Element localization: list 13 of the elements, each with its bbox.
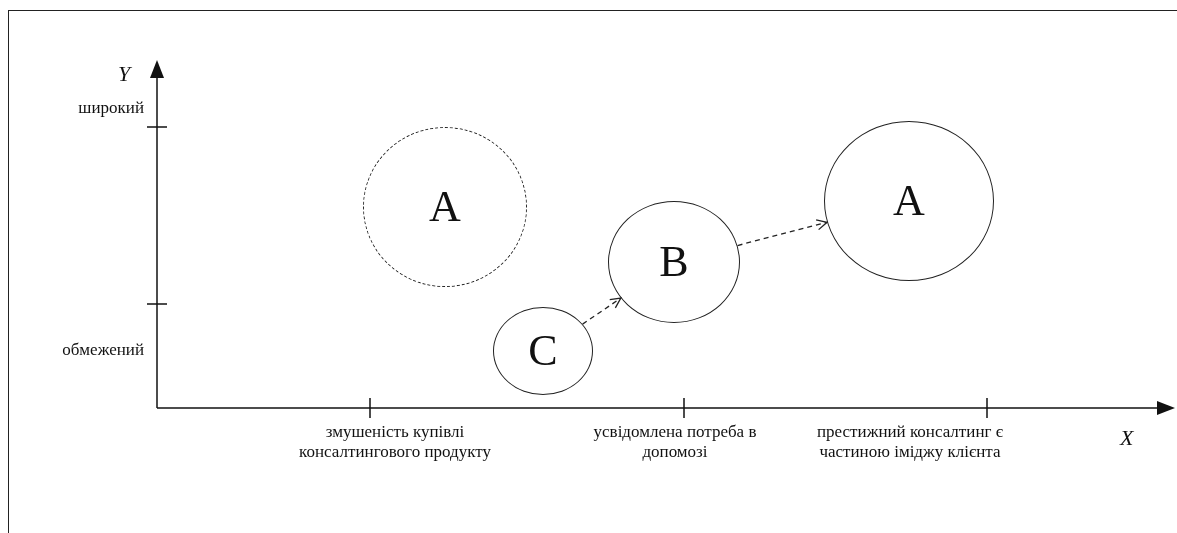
axis-label: Y [118,64,133,84]
node-letter: A [893,179,925,223]
node-letter: A [429,185,461,229]
dashed-arrow [736,219,828,247]
node-letter: C [528,329,558,373]
tick-label: змушеність купівлі консалтингового продукту [298,422,492,462]
dashed-arrow [581,297,622,325]
tick-label: широкий [77,98,144,118]
node-letter: B [659,240,689,284]
axis-label: X [1120,428,1135,448]
tick-label: престижний консалтинг є частиною іміджу клієнта [816,422,1004,462]
tick-label: усвідомлена потреба в допомозі [592,422,758,462]
tick-label: обмежений [61,340,144,360]
